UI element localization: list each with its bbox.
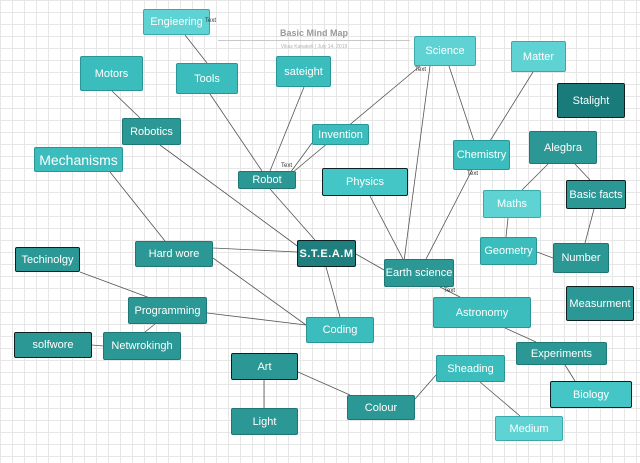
edge-alegbra-maths	[521, 163, 549, 191]
node-robotics[interactable]: Robotics	[122, 118, 181, 145]
label-text-earth: Text	[444, 288, 456, 294]
node-science[interactable]: Science	[414, 36, 476, 66]
edge-alegbra-basicfacts	[574, 163, 591, 181]
node-motors[interactable]: Motors	[80, 56, 143, 91]
edge-science-robot	[291, 65, 421, 174]
node-stalight[interactable]: Stalight	[557, 83, 625, 118]
edge-steam-coding	[325, 266, 341, 318]
node-measurement[interactable]: Measurment	[566, 286, 634, 321]
edge-chemistry-earth	[424, 169, 473, 262]
node-experiments[interactable]: Experiments	[516, 342, 607, 365]
node-networking[interactable]: Netwrokingh	[103, 332, 181, 360]
label-text-robot: Text	[281, 163, 293, 169]
edge-matter-chemistry	[489, 71, 534, 142]
edge-motors-robotics	[111, 90, 141, 119]
node-biology[interactable]: Biology	[550, 381, 632, 408]
edge-basicfacts-number	[584, 208, 595, 244]
map-title: Basic Mind Map	[279, 28, 348, 38]
edge-physics-earth	[369, 195, 405, 262]
node-technology[interactable]: Techinolgy	[15, 247, 80, 272]
node-earth-science[interactable]: Earth science	[384, 259, 454, 287]
edge-science-earth	[403, 65, 431, 262]
node-coding[interactable]: Coding	[306, 317, 374, 343]
edge-sheading-medium	[479, 381, 521, 417]
node-astronomy[interactable]: Astronomy	[433, 297, 531, 328]
edge-maths-geometry	[505, 217, 509, 238]
edge-robot-steam	[269, 188, 316, 241]
edge-earth-astronomy	[439, 286, 461, 298]
edge-invention-robot	[289, 142, 313, 174]
edge-tools-robot	[209, 93, 263, 172]
edge-engineering-tools	[184, 34, 208, 64]
edge-software-networking	[91, 344, 104, 347]
node-colour[interactable]: Colour	[347, 395, 415, 420]
node-basic-facts[interactable]: Basic facts	[566, 180, 626, 209]
node-steam-center[interactable]: S.T.E.A.M	[297, 240, 356, 267]
node-sheading[interactable]: Sheading	[436, 355, 505, 382]
node-maths[interactable]: Maths	[483, 190, 541, 218]
edge-technology-programming	[79, 271, 151, 299]
map-header: Basic Mind Map Vikas Kanakeli | July 14,…	[218, 26, 410, 50]
edge-experiments-biology	[564, 364, 576, 382]
label-text-chemistry: Text	[467, 171, 479, 177]
edge-geometry-number	[536, 251, 554, 259]
edge-astronomy-experiments	[504, 327, 537, 343]
label-text-engineering: Text	[205, 18, 217, 24]
node-mechanisms[interactable]: Mechanisms	[34, 147, 123, 172]
edge-mechanisms-hardware	[109, 171, 166, 242]
node-chemistry[interactable]: Chemistry	[453, 140, 510, 170]
edge-art-colour	[297, 371, 351, 396]
node-sateight[interactable]: sateight	[276, 56, 331, 87]
node-programming[interactable]: Programming	[128, 297, 207, 324]
edge-science-chemistry	[448, 65, 475, 142]
node-geometry[interactable]: Geometry	[480, 237, 537, 265]
node-matter[interactable]: Matter	[511, 41, 566, 72]
node-light[interactable]: Light	[231, 408, 298, 435]
edge-steam-hardware	[212, 247, 298, 253]
edge-sateight-robot	[269, 86, 305, 172]
node-robot[interactable]: Robot	[238, 171, 296, 189]
map-subtitle: Vikas Kanakeli | July 14, 2019	[280, 44, 348, 50]
title-rule	[218, 40, 410, 41]
edge-programming-coding	[206, 312, 307, 326]
node-number[interactable]: Number	[553, 243, 609, 273]
node-art[interactable]: Art	[231, 353, 298, 380]
label-text-science: Text	[415, 67, 427, 73]
edge-robotics-steam	[159, 144, 301, 249]
edge-colour-sheading	[414, 374, 437, 400]
node-invention[interactable]: Invention	[312, 124, 369, 145]
edge-programming-networking	[144, 323, 156, 333]
edge-steam-earth	[355, 253, 385, 271]
node-alegbra[interactable]: Alegbra	[529, 131, 597, 164]
edge-hardware-coding	[212, 257, 307, 326]
node-medium[interactable]: Medium	[495, 416, 563, 441]
node-engineering[interactable]: Engieering	[143, 9, 210, 35]
node-physics[interactable]: Physics	[322, 168, 408, 196]
node-tools[interactable]: Tools	[176, 63, 238, 94]
node-software[interactable]: solfwore	[14, 332, 92, 358]
node-hardware[interactable]: Hard wore	[135, 241, 213, 267]
